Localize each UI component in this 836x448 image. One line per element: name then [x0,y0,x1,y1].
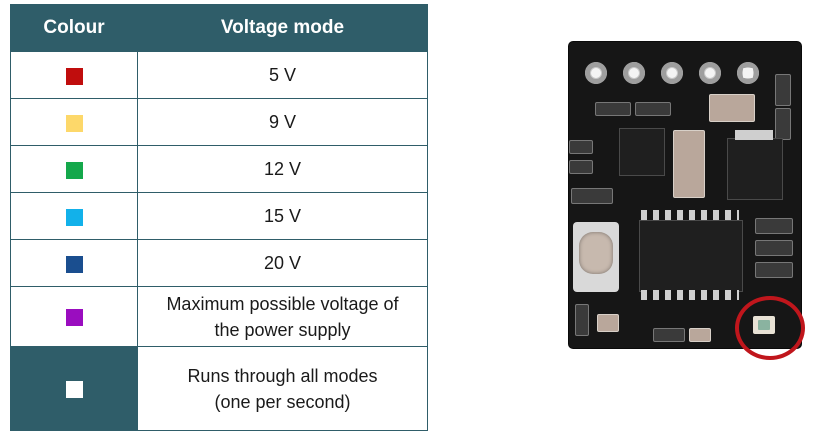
dark-blue-swatch [65,255,83,273]
colour-cell [10,346,138,431]
colour-cell [10,51,138,99]
smd-resistor [755,240,793,256]
table-row: 5 V [10,51,428,99]
voltage-mode-column-header: Voltage mode [137,4,428,52]
voltage-mode-cell: 15 V [137,192,428,240]
header-pad [661,62,683,84]
led-highlight-circle [735,296,805,360]
voltage-mode-cell: 20 V [137,239,428,287]
smd-resistor [635,102,671,116]
table-row: 20 V [10,239,428,287]
push-button [573,222,619,292]
header-pad [623,62,645,84]
voltage-mode-cell: Maximum possible voltage of the power su… [137,286,428,347]
smd-resistor [653,328,685,342]
smd-resistor [575,304,589,336]
smd-capacitor [709,94,755,122]
smd-inductor [673,130,705,198]
smd-resistor [775,74,791,106]
green-swatch [65,161,83,179]
regulator-chip [727,138,783,200]
regulator-tab [735,130,773,140]
voltage-mode-line: the power supply [214,319,351,340]
header-pad [585,62,607,84]
ic-chip [619,128,665,176]
voltage-mode-line: Maximum possible voltage of [166,293,399,314]
smd-capacitor [597,314,619,332]
colour-column-header: Colour [10,4,138,52]
voltage-mode-table: Colour Voltage mode 5 V 9 V 1 [10,4,428,431]
table-row: 9 V [10,98,428,146]
pcb-board [569,42,801,348]
colour-cell [10,192,138,240]
red-swatch [65,67,83,85]
pcb-photo [565,40,815,370]
colour-cell [10,98,138,146]
light-blue-swatch [65,208,83,226]
header-pad [737,62,759,84]
smd-capacitor [689,328,711,342]
colour-cell [10,145,138,193]
table-row: 15 V [10,192,428,240]
voltage-mode-line: Runs through all modes [187,365,378,386]
smd-resistor [571,188,613,204]
smd-resistor [569,140,593,154]
voltage-mode-cell: 12 V [137,145,428,193]
smd-resistor [755,262,793,278]
main-ic [639,220,743,292]
smd-resistor [595,102,631,116]
header-pad [699,62,721,84]
voltage-mode-line: (one per second) [214,391,351,412]
smd-resistor [569,160,593,174]
ic-pins-top [641,210,739,220]
voltage-mode-cell: Runs through all modes (one per second) [137,346,428,431]
smd-resistor [775,108,791,140]
white-swatch [65,381,83,399]
ic-pins-bottom [641,290,739,300]
smd-resistor [755,218,793,234]
voltage-mode-cell: 9 V [137,98,428,146]
table-header-row: Colour Voltage mode [10,4,428,52]
colour-cell [10,286,138,347]
colour-cell [10,239,138,287]
table-row: Maximum possible voltage of the power su… [10,286,428,347]
table-row: 12 V [10,145,428,193]
table-row: Runs through all modes (one per second) [10,346,428,431]
yellow-swatch [65,114,83,132]
purple-swatch [65,309,83,327]
voltage-mode-cell: 5 V [137,51,428,99]
